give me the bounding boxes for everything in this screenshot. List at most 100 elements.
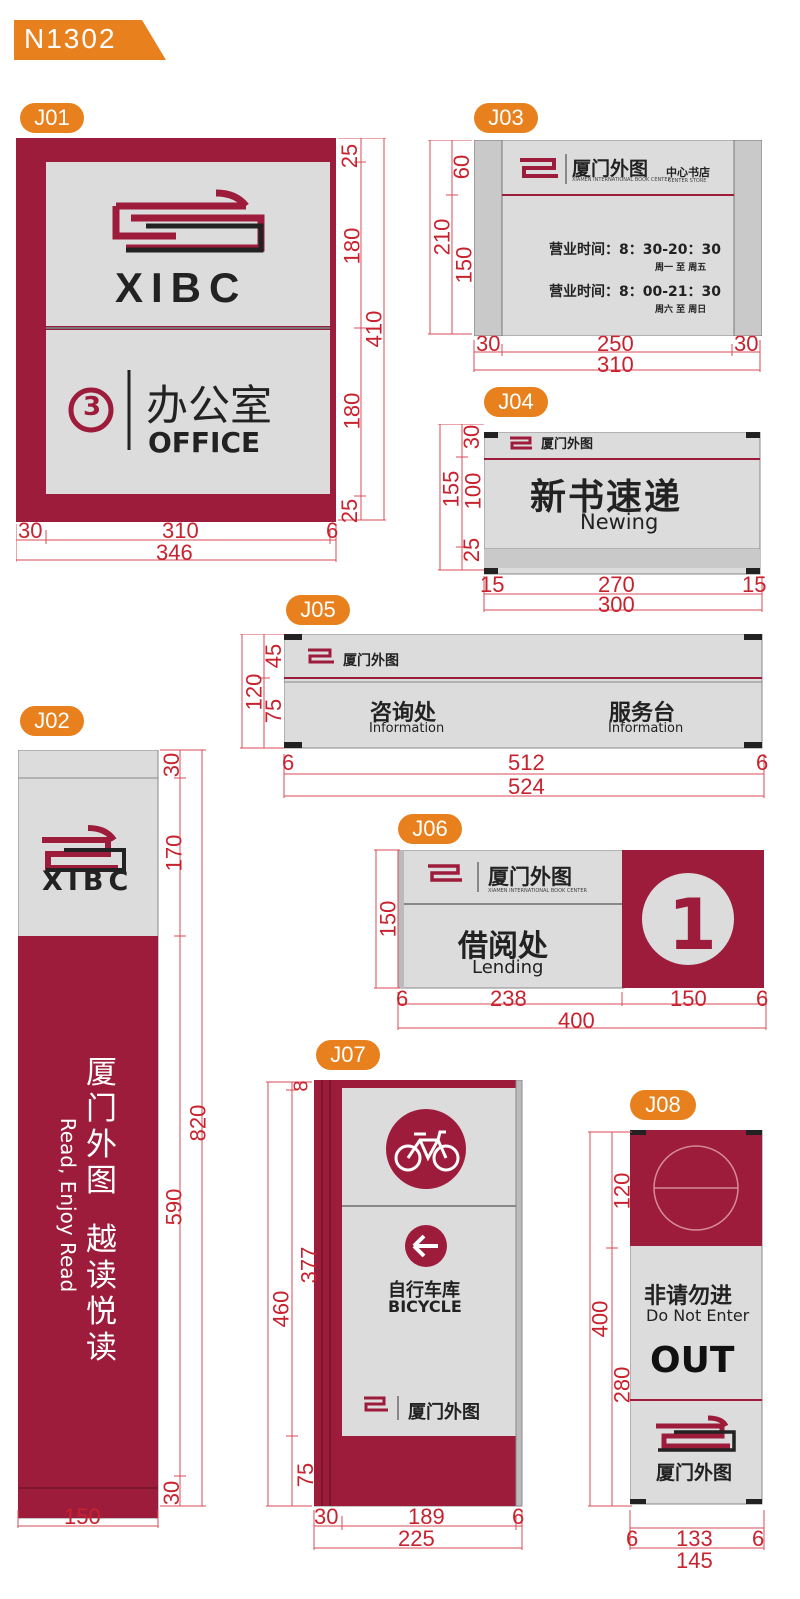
- j07-dim-total-w: 225: [398, 1526, 435, 1551]
- j02-dim-w: 150: [64, 1504, 101, 1529]
- j08-logo-icon: [656, 1415, 730, 1449]
- j06-logo-en: XIAMEN INTERNATIONAL BOOK CENTER: [488, 888, 587, 894]
- j02-dim-body: 590: [161, 1188, 187, 1226]
- j04-dim-right: 15: [742, 572, 767, 597]
- j08-dim-total-h: 400: [587, 1300, 613, 1338]
- j08-logo-cn: 厦门外图: [656, 1462, 733, 1484]
- sign-j08: [630, 1130, 763, 1505]
- j04-dim-h2: 100: [460, 472, 486, 510]
- j02-dimension-lines: [17, 749, 206, 1528]
- j03-dim-main: 250: [597, 331, 634, 356]
- j03-dim-right: 30: [734, 331, 759, 356]
- j07-label-cn: 自行车库: [388, 1280, 460, 1301]
- bicycle-icon: [394, 1130, 460, 1172]
- j05-dim-total-h: 120: [241, 673, 267, 711]
- j01-dim-total-h: 410: [361, 310, 387, 348]
- j01-dim-right: 6: [326, 518, 339, 543]
- j04-dim-total-w: 300: [598, 592, 635, 617]
- j07-dim-total-h: 460: [268, 1290, 294, 1328]
- j02-brand: XIBC: [42, 866, 134, 897]
- badge-j01: J01: [20, 103, 84, 133]
- page-title: N1302: [24, 23, 117, 54]
- j05-dim-h1: 45: [261, 643, 287, 669]
- j01-room-en: OFFICE: [148, 426, 261, 459]
- j03-dim-total-w: 310: [597, 352, 634, 377]
- j03-hours2: 营业时间：8：00-21：30: [549, 284, 721, 300]
- j03-dim-total-h: 210: [429, 218, 455, 256]
- j06-dim-main: 238: [490, 986, 527, 1011]
- j02-dim-logo: 170: [161, 834, 187, 872]
- j07-dim-top: 8: [290, 1080, 313, 1092]
- j04-dimension-lines: [438, 424, 763, 612]
- j05-logo-cn: 厦门外图: [343, 653, 399, 669]
- j06-title-cn: 借阅处: [458, 929, 548, 964]
- j05-dim-main: 512: [508, 750, 545, 775]
- j07-dim-left: 30: [314, 1504, 339, 1529]
- j08-dim-left: 6: [626, 1526, 639, 1551]
- j05-dim-h2: 75: [261, 698, 287, 724]
- sign-j07: [314, 1080, 523, 1507]
- j04-logo-icon: [510, 436, 532, 450]
- j08-label-en: Do Not Enter: [646, 1306, 750, 1325]
- j01-room-number: 3: [83, 392, 102, 422]
- j05-left-en: Information: [369, 721, 445, 736]
- j03-days2: 周六 至 周日: [655, 305, 707, 315]
- j08-dim-top: 120: [609, 1172, 635, 1210]
- j03-dim-h2: 150: [451, 246, 477, 284]
- j04-dim-h1: 30: [459, 424, 485, 450]
- j01-dimension-lines: [16, 138, 386, 562]
- j07-dim-mid: 377: [296, 1246, 322, 1284]
- j02-dim-total-h: 820: [185, 1104, 211, 1142]
- xibc-logo-icon: [112, 189, 265, 252]
- j03-store-en: CENTER STORE: [668, 178, 707, 184]
- j07-label-en: BICYCLE: [388, 1297, 462, 1316]
- j06-dim-right: 6: [756, 986, 769, 1011]
- title-banner-shape: [14, 20, 166, 60]
- j06-dim-left: 6: [396, 986, 409, 1011]
- j06-counter-number: 1: [668, 884, 717, 966]
- j08-dimension-lines: [588, 1131, 765, 1550]
- j07-dim-main: 189: [408, 1504, 445, 1529]
- j06-logo-cn: 厦门外图: [488, 865, 572, 889]
- j03-name-en: XIAMEN INTERNATIONAL BOOK CENTER: [572, 177, 671, 183]
- badge-j04: J04: [484, 387, 548, 417]
- j06-dim-num: 150: [670, 986, 707, 1011]
- j04-logo-cn: 厦门外图: [541, 437, 594, 452]
- j03-name-cn: 厦门外图: [572, 158, 649, 180]
- sign-j02: [18, 750, 159, 1519]
- j04-dim-main: 270: [598, 572, 635, 597]
- j01-dim-top: 25: [337, 143, 363, 169]
- j06-dim-total-w: 400: [558, 1008, 595, 1033]
- j06-dim-h: 150: [375, 900, 401, 938]
- j02-dim-top: 30: [159, 752, 185, 778]
- j03-dimension-lines: [428, 140, 761, 372]
- badge-j05: J05: [286, 595, 350, 625]
- j07-dim-bot: 75: [293, 1462, 319, 1488]
- badge-j07: J07: [316, 1040, 380, 1070]
- j05-right-cn: 服务台: [609, 701, 676, 726]
- sign-j05: [284, 634, 763, 749]
- j03-days1: 周一 至 周五: [655, 263, 707, 273]
- j04-title-cn: 新书速递: [530, 477, 683, 518]
- title-banner: N1302: [14, 20, 166, 60]
- j05-logo-icon: [308, 648, 334, 664]
- j05-left-cn: 咨询处: [370, 701, 437, 726]
- sign-j06: [398, 850, 764, 989]
- j08-dim-bot: 280: [609, 1366, 635, 1404]
- j04-dim-left: 15: [480, 572, 505, 597]
- j01-dim-mid1: 180: [339, 227, 365, 265]
- j01-dim-total-w: 346: [156, 540, 193, 565]
- j03-dim-left: 30: [476, 331, 501, 356]
- j03-hours1: 营业时间：8：30-20：30: [549, 242, 721, 258]
- j02-slogan-cn1: 厦门外图: [86, 1055, 117, 1199]
- j03-logo-icon: [520, 158, 558, 178]
- j04-dim-h3: 25: [459, 537, 485, 563]
- j05-right-en: Information: [608, 721, 684, 736]
- j07-dimension-lines: [266, 1081, 523, 1550]
- j05-dim-right: 6: [756, 750, 769, 775]
- j06-title-en: Lending: [472, 957, 544, 978]
- j06-dimension-lines: [374, 849, 767, 1030]
- sign-j03: [474, 140, 762, 336]
- j02-dim-bot: 30: [159, 1480, 185, 1506]
- j03-store-cn: 中心书店: [666, 166, 710, 179]
